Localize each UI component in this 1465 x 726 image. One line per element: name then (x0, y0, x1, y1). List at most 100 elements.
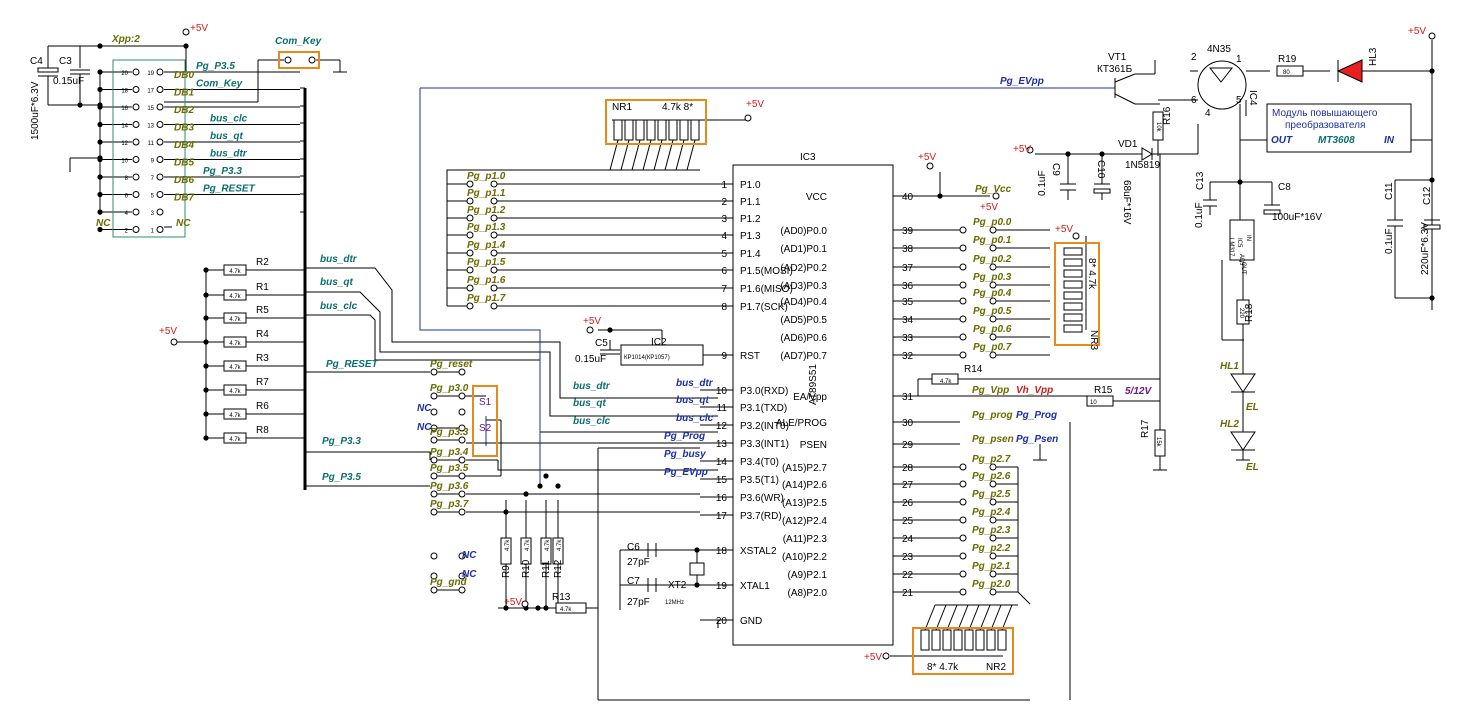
resistor (931, 629, 941, 651)
connector-title: Xpp:2 (111, 34, 140, 45)
pin-pad (156, 173, 164, 181)
wire (979, 604, 991, 631)
terminal (430, 456, 438, 464)
nr1-array (605, 99, 707, 145)
resistor-name: R10 (521, 559, 532, 578)
p1-label: Pg_p1.1 (467, 188, 506, 199)
p0-label: Pg_p0.6 (973, 324, 1012, 335)
power-label: +5V (1013, 144, 1031, 155)
opto-pin: 2 (1191, 52, 1197, 63)
boost-module (1266, 103, 1412, 153)
vt1-part: КТ361Б (1097, 64, 1133, 75)
crystal-name: XT2 (668, 580, 687, 591)
terminal (882, 652, 890, 660)
resistor-name: R17 (1140, 419, 1151, 438)
terminal (959, 263, 967, 271)
p0-label: Pg_p0.7 (973, 342, 1012, 353)
resistor (1063, 247, 1083, 256)
nr3-value: 8* 4.7k (1086, 258, 1097, 290)
terminal (959, 315, 967, 323)
resistor (646, 119, 656, 141)
pin-name: (AD4)P0.4 (780, 297, 827, 308)
terminal (989, 333, 997, 341)
pin-number: 32 (902, 351, 914, 362)
wire (935, 604, 947, 631)
vh-vpp: Vh_Vpp (1016, 385, 1053, 396)
connector-signal: Pg_P3.5 (196, 61, 235, 72)
junction-dot (503, 509, 509, 515)
terminal (989, 244, 997, 252)
pin-name: (AD0)P0.0 (780, 226, 827, 237)
pin-name: P1.2 (740, 214, 761, 225)
terminal (744, 114, 752, 122)
resistor-value: 10k (1155, 122, 1161, 133)
wire (946, 604, 958, 631)
led-name: HL1 (1220, 361, 1239, 372)
pin-name: P1.4 (740, 249, 761, 260)
terminal (959, 588, 967, 596)
p0-label: Pg_p0.2 (973, 254, 1012, 265)
pin-pad (132, 173, 140, 181)
prog-label: Pg_gnd (430, 577, 468, 588)
pin-name: (AD2)P0.2 (780, 263, 827, 274)
resistor-name: R3 (256, 353, 269, 364)
terminal (430, 552, 438, 560)
terminal (989, 570, 997, 578)
resistor (624, 119, 634, 141)
led-hl3 (1336, 59, 1363, 83)
pin-number: 24 (902, 534, 914, 545)
terminal (430, 508, 438, 516)
resistor (223, 408, 247, 420)
opto-pin: 1 (1236, 54, 1242, 65)
terminal (959, 351, 967, 359)
crystal (689, 562, 705, 576)
p0-label: Pg_p0.3 (973, 272, 1012, 283)
pin-number: 17 (147, 89, 154, 95)
nc-label: NC (96, 218, 111, 229)
resistor-name: R19 (1278, 54, 1297, 65)
pin-pad (132, 208, 140, 216)
resistor (223, 384, 247, 396)
resistor-value: 4.7k (505, 539, 511, 551)
pin-name: RST (740, 351, 760, 362)
p1-label: Pg_p1.7 (467, 293, 506, 304)
terminal (466, 284, 474, 292)
p1-label: Pg_p1.4 (467, 240, 506, 251)
opto-pin: 4 (1205, 108, 1211, 119)
resistor (1063, 280, 1083, 289)
wire (305, 314, 718, 433)
power-label: +5V (583, 316, 601, 327)
p0-label: Pg_p0.0 (973, 217, 1012, 228)
resistor-name: R8 (256, 425, 269, 436)
resistor-value: 4.7k (229, 317, 241, 323)
junction-dot (1429, 68, 1435, 74)
terminal (458, 424, 466, 432)
db-label: DB3 (174, 123, 194, 134)
terminal (466, 266, 474, 274)
terminal (490, 197, 498, 205)
junction-dot (1429, 295, 1435, 301)
junction-dot (97, 174, 103, 180)
pin-name: (A15)P2.7 (782, 463, 827, 474)
cap-value: 0.1uF (1194, 202, 1205, 228)
pin-name: (AD6)P0.6 (780, 333, 827, 344)
cap-value: 0.1uF (1037, 170, 1048, 196)
resistor (1063, 291, 1083, 300)
junction-dot (1065, 151, 1071, 157)
p1-label: Pg_p1.6 (467, 275, 506, 286)
resistor-name: R16 (1162, 106, 1173, 125)
wire (968, 604, 980, 631)
resistor-value: 4.7k (560, 607, 572, 613)
terminal (458, 508, 466, 516)
cap-value: 100uF*16V (1272, 212, 1322, 223)
bus-clc: bus_clc (320, 301, 358, 312)
terminal (989, 498, 997, 506)
terminal (458, 368, 466, 376)
connector-signal: Pg_P3.3 (203, 166, 242, 177)
cap-name: C9 (1050, 163, 1061, 176)
prog-label: Pg_reset (430, 359, 473, 370)
terminal (586, 326, 594, 334)
nr1-name: NR1 (612, 102, 632, 113)
terminal (989, 315, 997, 323)
pin-number: 34 (902, 315, 914, 326)
